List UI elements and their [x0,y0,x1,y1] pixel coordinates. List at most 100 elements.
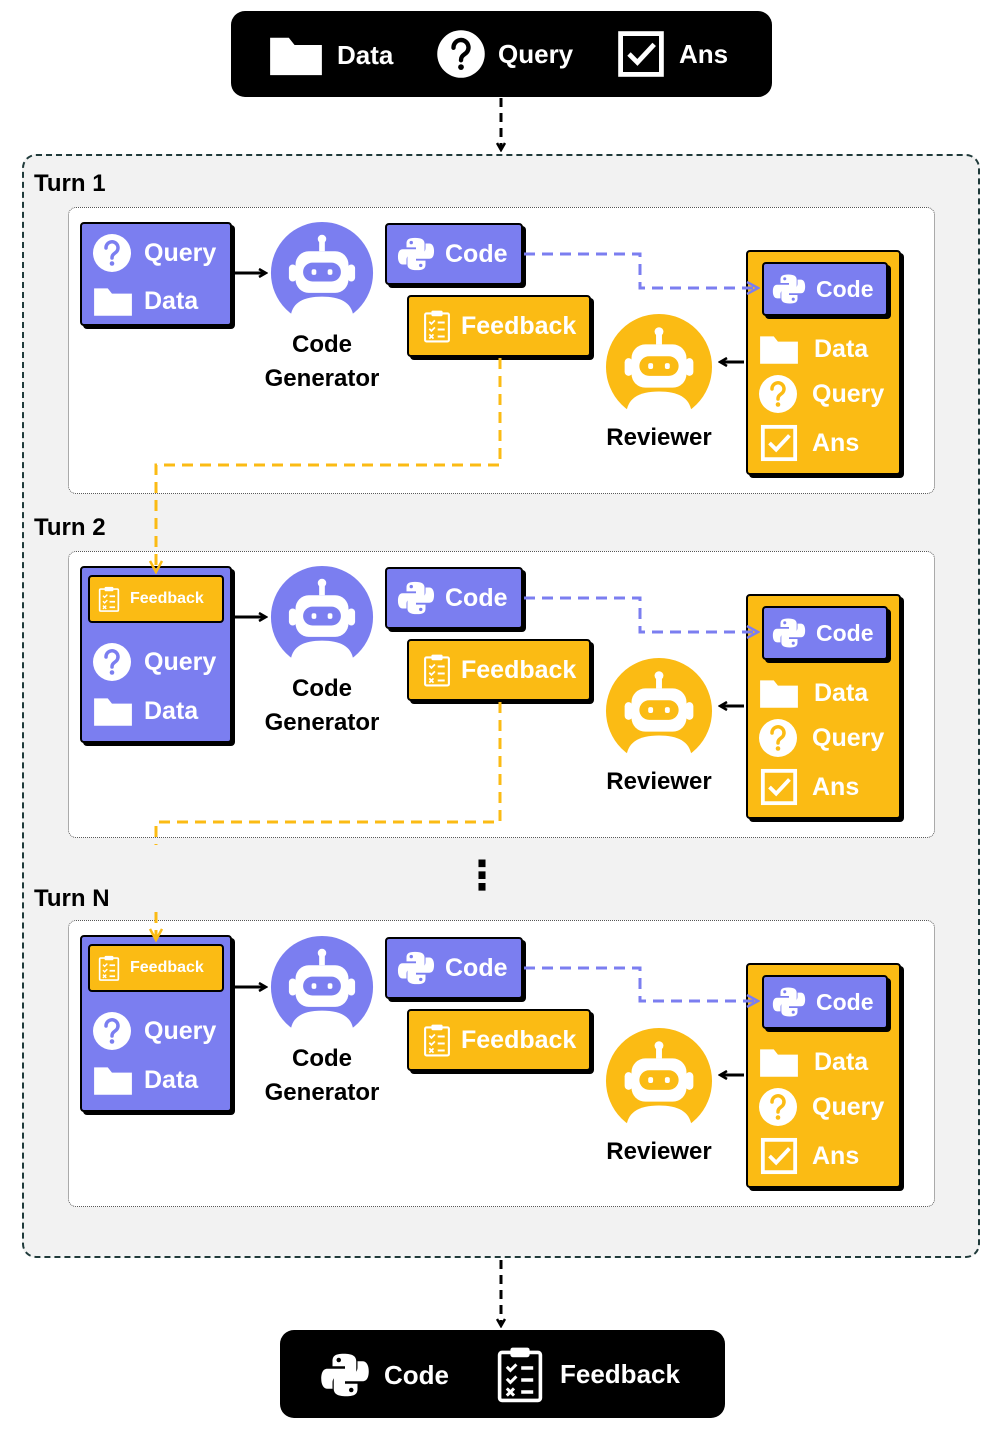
python-icon [772,616,806,650]
turn-2-data-label: Data [144,696,199,725]
turn-n-label: Turn N [34,885,110,912]
turn-n-query-label: Query [144,1016,217,1045]
checkbox-icon [760,768,798,806]
turn-n-reviewer-label: Reviewer [606,1138,712,1165]
output-bar: Code Feedback [280,1330,725,1418]
turn-n-review-query-label: Query [812,1092,885,1121]
turn-n-review-code-chip: Code [762,975,888,1029]
turn-2-review-data-label: Data [814,678,869,707]
turn-2-feedback-label: Feedback [461,655,577,684]
turn-2-code-generator-label: Code Generator [246,672,398,740]
python-icon [772,272,806,306]
turn-2-query-label: Query [144,647,217,676]
turn-n-reviewer-robot-icon [605,1027,713,1135]
turn-2-label: Turn 2 [34,514,106,541]
clipboard-icon [423,309,451,343]
clipboard-icon [98,954,120,982]
turn-1-label: Turn 1 [34,170,106,197]
turn-1-code-chip: Code [385,223,523,285]
turn-n-data-label: Data [144,1065,199,1094]
turn-n-feedback-mini-chip: Feedback [88,944,224,992]
turn-2-code-label: Code [445,583,508,612]
question-icon [758,374,798,414]
turn-2-reviewer-input-box: Code Data Query Ans [746,594,901,819]
turn-n-code-generator-label: Code Generator [246,1042,398,1110]
code-generator-line2: Generator [264,709,380,736]
turn-1-review-code-chip: Code [762,262,888,316]
input-bar: Data Query Ans [231,11,772,97]
checkbox-icon [617,30,665,78]
turn-2-review-ans-row: Ans [760,768,859,806]
turn-1-review-query-label: Query [812,379,885,408]
turn-1-data-label: Data [144,286,199,315]
python-icon [397,235,435,273]
output-feedback-label: Feedback [560,1358,680,1389]
python-icon [320,1350,370,1400]
folder-icon [758,676,800,710]
question-icon [92,233,132,273]
code-generator-line2: Generator [264,1079,380,1106]
turn-1-reviewer-robot-icon [605,313,713,421]
turn-n-review-code-label: Code [816,988,874,1015]
turn-n-code-chip: Code [385,937,523,999]
folder-icon [92,284,134,318]
turn-2-reviewer-label: Reviewer [606,768,712,795]
turn-n-review-data-label: Data [814,1047,869,1076]
turn-1-review-data-label: Data [814,334,869,363]
turn-1-data-row: Data [92,284,198,318]
turn-n-code-label: Code [445,953,508,982]
turn-1-query-label: Query [144,238,217,267]
turn-1-query-row: Query [92,233,216,273]
turn-2-review-query-label: Query [812,723,885,752]
turn-2-review-data-row: Data [758,676,868,710]
turn-2-review-query-row: Query [758,718,884,758]
turn-2-review-ans-label: Ans [812,772,860,801]
input-query-item: Query [436,29,573,79]
question-icon [92,642,132,682]
turn-1-code-label: Code [445,239,508,268]
turn-2-code-chip: Code [385,567,523,629]
turn-1-input-box: Query Data [80,222,232,326]
output-code-item: Code [320,1350,449,1400]
turn-2-feedback-mini-label: Feedback [130,590,204,607]
turn-n-feedback-label: Feedback [461,1025,577,1054]
code-generator-line1: Code [292,1045,352,1072]
turn-1-code-generator-robot-icon [270,221,374,325]
turn-1-review-code-label: Code [816,275,874,302]
turn-n-query-row: Query [92,1011,216,1051]
turn-1-review-query-row: Query [758,374,884,414]
code-generator-line1: Code [292,331,352,358]
clipboard-icon [423,653,451,687]
turn-n-review-ans-row: Ans [760,1137,859,1175]
folder-icon [92,1063,134,1097]
code-generator-line1: Code [292,675,352,702]
turn-1-feedback-chip: Feedback [407,295,591,357]
turn-2-data-row: Data [92,694,198,728]
turn-1-review-ans-row: Ans [760,424,859,462]
question-icon [436,29,486,79]
turn-2-reviewer-robot-icon [605,657,713,765]
turn-1-review-ans-label: Ans [812,428,860,457]
python-icon [397,949,435,987]
turn-n-feedback-chip: Feedback [407,1009,591,1071]
clipboard-icon [98,585,120,613]
input-ans-label: Ans [679,38,729,69]
turn-1-reviewer-input-box: Code Data Query Ans [746,250,901,475]
input-query-label: Query [498,38,574,69]
turn-n-code-generator-robot-icon [270,935,374,1039]
turn-1-reviewer-label: Reviewer [606,424,712,451]
folder-icon [758,332,800,366]
turn-2-feedback-mini-chip: Feedback [88,575,224,623]
turn-1-code-generator-label: Code Generator [246,328,398,396]
turn-2-code-generator-robot-icon [270,565,374,669]
checkbox-icon [760,424,798,462]
turn-n-input-box: Feedback Query Data [80,935,232,1112]
checkbox-icon [760,1137,798,1175]
turn-n-feedback-mini-label: Feedback [130,959,204,976]
input-ans-item: Ans [617,30,728,78]
turn-n-review-query-row: Query [758,1087,884,1127]
clipboard-icon [423,1023,451,1057]
turn-n-reviewer-input-box: Code Data Query Ans [746,963,901,1188]
turn-n-review-ans-label: Ans [812,1141,860,1170]
input-data-label: Data [337,39,394,70]
